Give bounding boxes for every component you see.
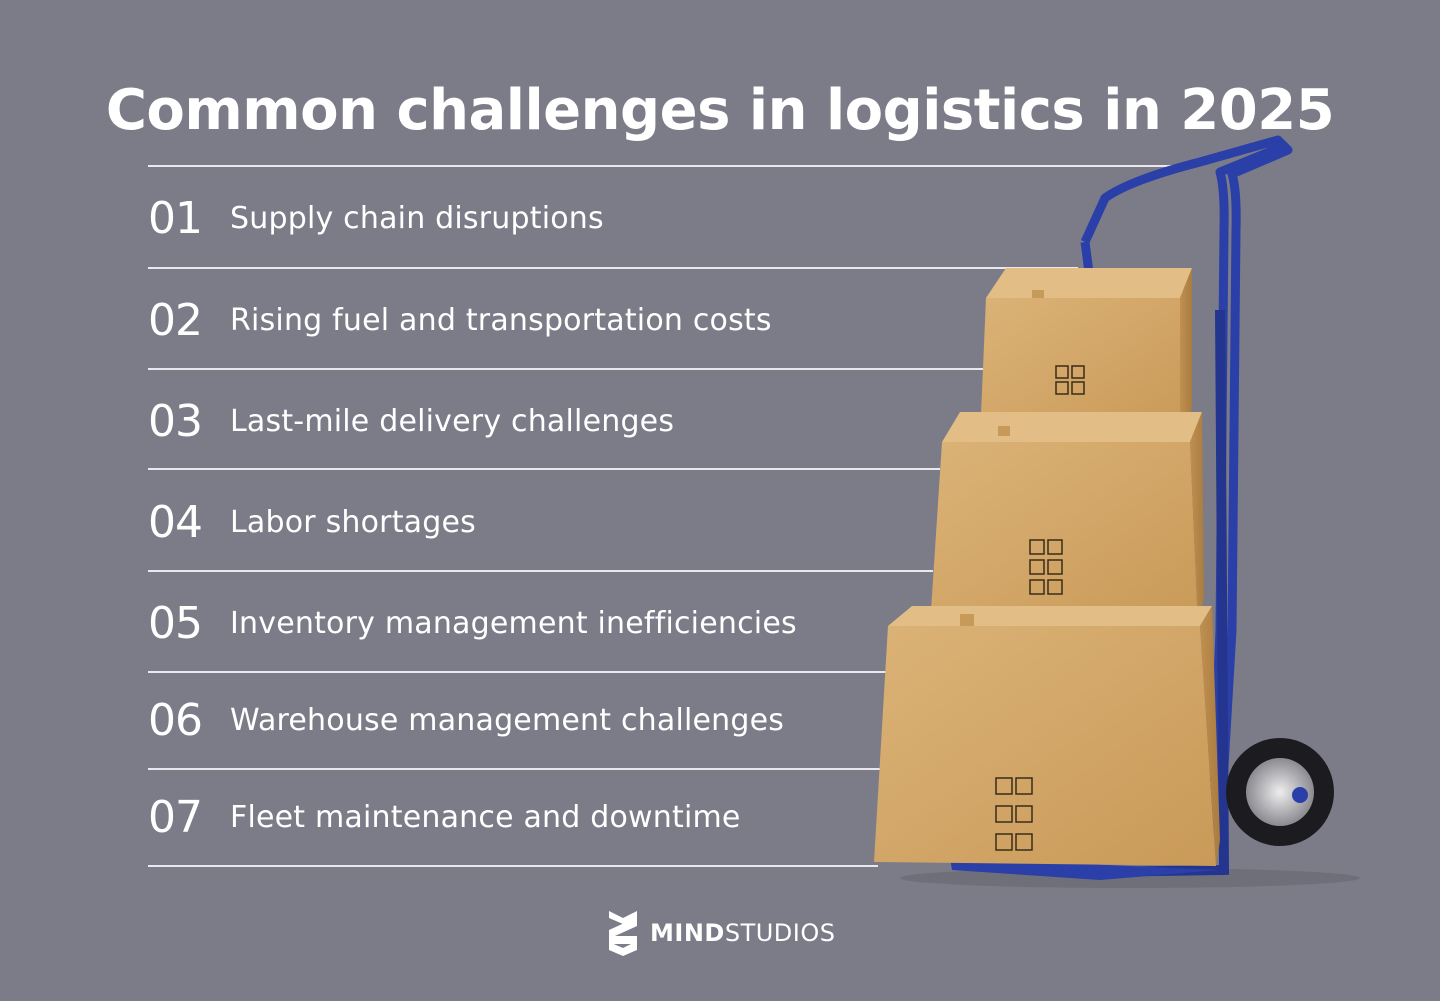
list-item: 02 Rising fuel and transportation costs	[148, 290, 772, 350]
item-label: Warehouse management challenges	[230, 702, 785, 738]
item-number: 07	[148, 791, 203, 843]
item-label: Labor shortages	[230, 504, 476, 540]
list-item: 03 Last-mile delivery challenges	[148, 391, 674, 451]
item-number: 05	[148, 597, 203, 649]
list-item: 05 Inventory management inefficiencies	[148, 593, 797, 653]
item-label: Supply chain disruptions	[230, 200, 604, 236]
item-label: Rising fuel and transportation costs	[230, 302, 772, 338]
item-number: 06	[148, 694, 203, 746]
divider	[148, 267, 1078, 269]
hand-truck-with-boxes-icon	[874, 135, 1360, 888]
item-number: 01	[148, 192, 203, 244]
item-label: Last-mile delivery challenges	[230, 403, 675, 439]
list-item: 06 Warehouse management challenges	[148, 690, 784, 750]
page-title: Common challenges in logistics in 2025	[105, 77, 1335, 143]
item-number: 04	[148, 496, 203, 548]
brand-name-regular: STUDIOS	[724, 919, 836, 947]
divider	[148, 165, 1193, 167]
item-label: Fleet maintenance and downtime	[230, 799, 741, 835]
divider	[148, 768, 880, 770]
mind-studios-logo-icon	[609, 911, 637, 956]
item-number: 02	[148, 294, 203, 346]
divider	[148, 865, 878, 867]
brand-name-bold: MIND	[650, 919, 725, 947]
divider	[148, 570, 933, 572]
brand-logo: MINDSTUDIOS	[606, 906, 835, 960]
brand-name: MINDSTUDIOS	[650, 919, 835, 947]
item-label: Inventory management inefficiencies	[230, 605, 797, 641]
divider	[148, 671, 888, 673]
divider	[148, 468, 940, 470]
list-item: 07 Fleet maintenance and downtime	[148, 787, 741, 847]
list-item: 01 Supply chain disruptions	[148, 188, 604, 248]
item-number: 03	[148, 395, 203, 447]
list-item: 04 Labor shortages	[148, 492, 476, 552]
divider	[148, 368, 984, 370]
